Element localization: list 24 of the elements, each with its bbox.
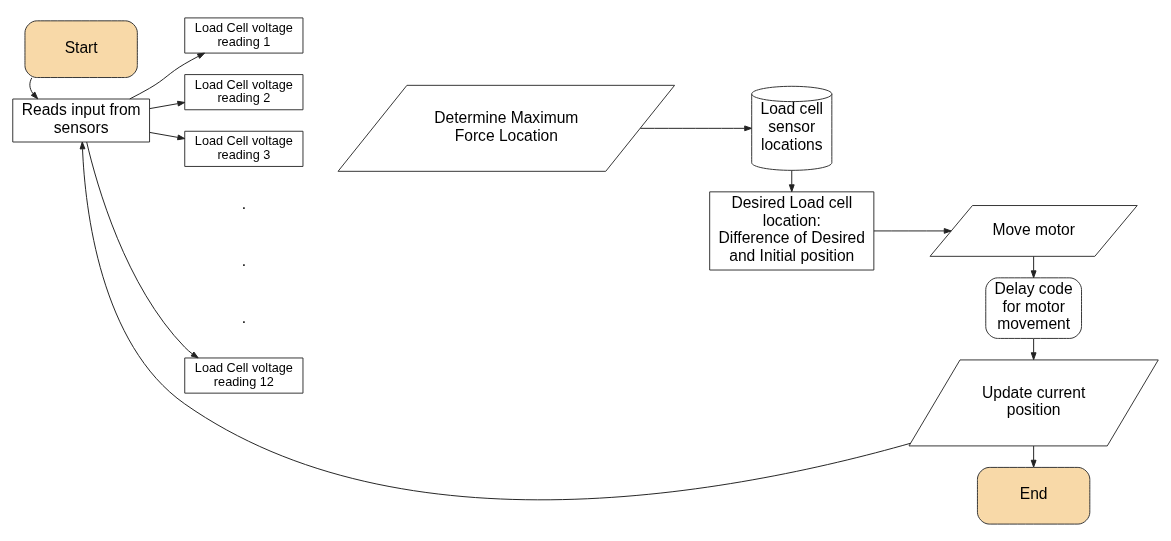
label: . bbox=[241, 308, 247, 326]
arrow bbox=[873, 227, 952, 234]
label: . bbox=[241, 194, 247, 212]
node-box: Load Cell voltage reading 2 bbox=[184, 73, 304, 110]
arrow bbox=[79, 141, 912, 500]
arrow bbox=[1030, 255, 1037, 278]
node-box: Delay code for motor movement bbox=[985, 276, 1082, 339]
node-box: Desired Load cell location: Difference of Desired and Initial position bbox=[709, 190, 875, 270]
arrow bbox=[1030, 445, 1037, 468]
label: . bbox=[241, 251, 247, 269]
arrow bbox=[639, 124, 753, 131]
arrow bbox=[129, 52, 206, 99]
arrow bbox=[1030, 337, 1037, 360]
arrow bbox=[149, 100, 186, 109]
node-box: Load Cell voltage reading 1 bbox=[184, 16, 304, 54]
arrow bbox=[788, 169, 795, 192]
arrow bbox=[29, 76, 39, 99]
arrow bbox=[149, 131, 186, 140]
arrow bbox=[86, 141, 199, 358]
node-box: Start bbox=[24, 19, 138, 78]
node-box: Reads input from sensors bbox=[12, 98, 151, 142]
node-box: Load Cell voltage reading 12 bbox=[184, 357, 304, 394]
node-box: End bbox=[976, 466, 1091, 525]
node-box: Load Cell voltage reading 3 bbox=[184, 130, 304, 167]
